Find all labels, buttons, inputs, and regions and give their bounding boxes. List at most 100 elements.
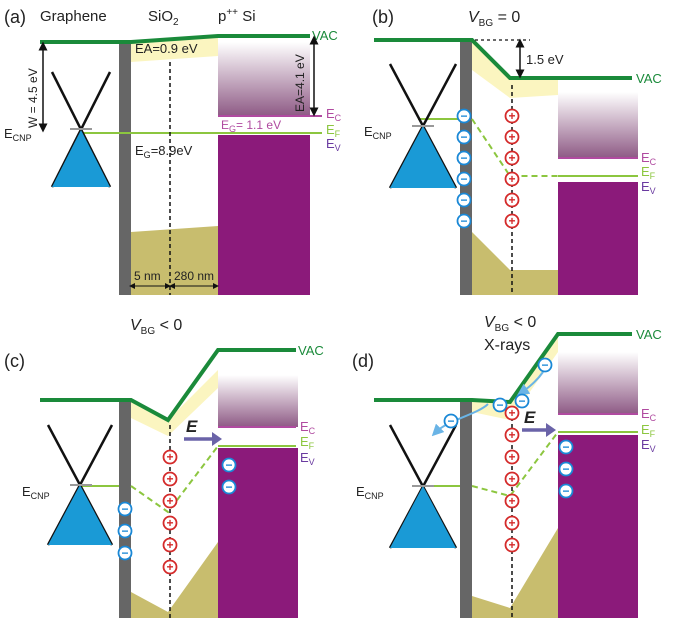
electron-charge-circle [456, 213, 472, 229]
hole-charge-sign: + [508, 130, 515, 144]
hole-charge-circle [504, 493, 520, 509]
ecnp-label: ECNP [22, 484, 50, 501]
oxide-gap-band [472, 42, 558, 98]
hole-charge-sign: + [508, 428, 515, 442]
ef-label: EF [641, 164, 656, 181]
electron-charge-circle [456, 171, 472, 187]
electron-charge-sign: − [460, 193, 467, 207]
panel-d-subtitle: X-rays [484, 337, 530, 354]
hole-charge-sign: + [166, 516, 173, 530]
electron-charge-circle [221, 479, 237, 495]
panel-c-title: VBG < 0 [130, 317, 182, 337]
ecnp-label: ECNP [4, 126, 32, 143]
si-conduction-region [218, 375, 298, 427]
electron-charge-circle [456, 108, 472, 124]
oxide-bar [460, 42, 472, 295]
si-conduction-region [218, 42, 310, 116]
oxide-gap-band [131, 38, 218, 62]
panel-b-title: VBG = 0 [468, 9, 520, 29]
hole-charge-circle [162, 471, 178, 487]
hole-charge-circle [504, 405, 520, 421]
hole-charge-circle [504, 427, 520, 443]
panel-c: (c) VBG < 0 VAC EC EF EV ECNP E −−− −− +… [4, 317, 324, 618]
electron-charge-sign: − [460, 109, 467, 123]
hole-charge-circle [162, 493, 178, 509]
ef-label: EF [300, 434, 315, 451]
si-valence-block [558, 435, 638, 618]
electron-charge-sign: − [460, 214, 467, 228]
gate-fill [131, 542, 218, 618]
si-valence-block [218, 448, 298, 618]
hole-charge-circle [504, 471, 520, 487]
hole-charge-sign: + [508, 538, 515, 552]
electron-charge-circle [558, 483, 574, 499]
electron-charge-sign: − [562, 462, 569, 476]
panel-d-tag: (d) [352, 351, 374, 371]
panel-b-tag: (b) [372, 7, 394, 27]
gate-fill [472, 528, 558, 618]
ev-label: EV [641, 437, 656, 454]
hole-charge-sign: + [508, 472, 515, 486]
si-valence-block [218, 135, 310, 295]
hole-charge-circle [162, 559, 178, 575]
ef-line-dashed [471, 118, 558, 177]
vac-label: VAC [636, 71, 662, 86]
emitted-electron-charge-sign: − [541, 358, 548, 372]
electron-charge-sign: − [225, 458, 232, 472]
hole-charge-sign: + [508, 494, 515, 508]
graphene-header: Graphene [40, 8, 107, 25]
electron-charge-sign: − [121, 502, 128, 516]
dim-280nm-label: 280 nm [174, 269, 214, 283]
hole-charge-circle [504, 150, 520, 166]
ef-line-dashed [471, 431, 559, 498]
oxide-bar [119, 42, 131, 295]
electron-charge-circle [221, 457, 237, 473]
electron-charge-circle [558, 439, 574, 455]
electron-charge-sign: − [121, 546, 128, 560]
panel-d-holes: +++++++ [504, 405, 520, 553]
ef-label: EF [641, 422, 656, 439]
vac-label: VAC [636, 327, 662, 342]
si-conduction-region [558, 352, 638, 414]
panel-c-electrons-graphene: − − − [117, 501, 133, 561]
hole-charge-circle [504, 537, 520, 553]
vacuum-level [374, 38, 632, 80]
panel-b: (b) VBG = 0 VAC 1.5 eV EC EF EV ECNP −−−… [364, 7, 662, 295]
hole-charge-sign: + [166, 494, 173, 508]
eg-si-label: EG= 1.1 eV [221, 118, 281, 134]
dirac-cone-filled [48, 485, 112, 545]
hole-charge-sign: + [508, 450, 515, 464]
electron-charge-circle [117, 501, 133, 517]
ec-label: EC [326, 106, 342, 123]
panel-d-title: VBG < 0 [484, 314, 536, 334]
psi-header: p++ Si [218, 7, 256, 25]
vac-label: VAC [298, 343, 324, 358]
vacuum-level [374, 332, 632, 405]
panel-c-holes: ++++++ [162, 449, 178, 575]
hole-charge-circle [162, 515, 178, 531]
electron-charge-sign: − [562, 440, 569, 454]
ecnp-label: ECNP [356, 484, 384, 501]
hole-charge-sign: + [508, 109, 515, 123]
hole-charge-circle [504, 129, 520, 145]
panel-c-tag: (c) [4, 351, 25, 371]
electron-trajectory-left [431, 403, 489, 437]
hole-charge-sign: + [166, 560, 173, 574]
ev-label: EV [641, 179, 656, 196]
electron-charge-sign: − [121, 524, 128, 538]
gate-fill [131, 226, 218, 295]
ec-label: EC [641, 406, 657, 423]
hole-charge-sign: + [508, 406, 515, 420]
hole-charge-circle [504, 108, 520, 124]
ef-line-dashed [130, 445, 219, 514]
vac-label: VAC [312, 28, 338, 43]
hole-charge-sign: + [508, 151, 515, 165]
sio2-header: SiO2 [148, 8, 179, 28]
electron-charge-circle [456, 129, 472, 145]
electron-charge-circle [558, 461, 574, 477]
ec-label: EC [641, 150, 657, 167]
ecnp-label: ECNP [364, 124, 392, 141]
emitted-electron-charge-sign: − [518, 394, 525, 408]
electron-charge-sign: − [460, 130, 467, 144]
ef-label: EF [326, 122, 341, 139]
